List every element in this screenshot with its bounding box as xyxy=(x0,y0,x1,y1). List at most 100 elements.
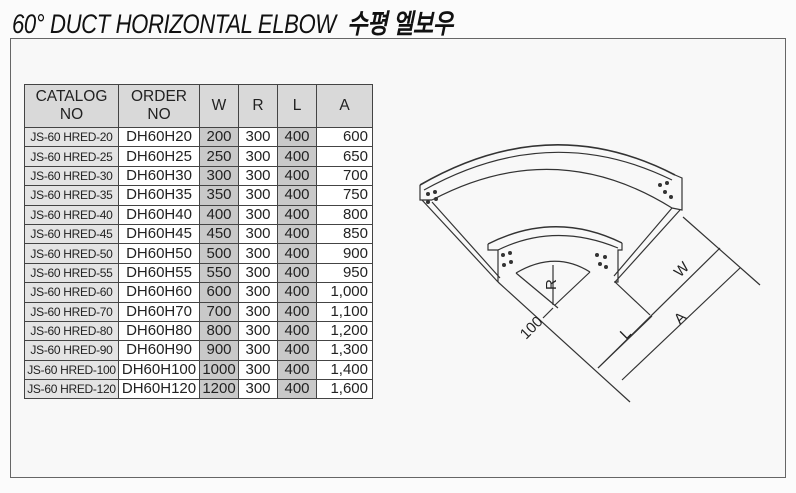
cell-ord: DH60H45 xyxy=(118,223,200,245)
title-main: 60° DUCT HORIZONTAL ELBOW xyxy=(12,9,336,39)
cell-w: 200 xyxy=(199,126,239,148)
cell-a: 750 xyxy=(316,185,373,206)
cell-ord: DH60H60 xyxy=(118,282,200,303)
column-header: W xyxy=(199,84,239,128)
cell-w: 1200 xyxy=(199,379,239,400)
cell-l: 400 xyxy=(277,320,317,342)
cell-r: 300 xyxy=(238,185,278,206)
cell-r: 300 xyxy=(238,243,278,264)
cell-w: 1000 xyxy=(199,359,239,381)
cell-r: 300 xyxy=(238,359,278,381)
column-header: R xyxy=(238,84,278,128)
title-korean: 수평 엘보우 xyxy=(347,9,453,39)
cell-l: 400 xyxy=(277,379,317,400)
cell-r: 300 xyxy=(238,320,278,342)
page-title: 60° DUCT HORIZONTAL ELBOW 수평 엘보우 xyxy=(12,2,453,41)
cell-w: 300 xyxy=(199,165,239,187)
cell-r: 300 xyxy=(238,126,278,148)
cell-w: 900 xyxy=(199,340,239,361)
cell-cat: JS-60 HRED-50 xyxy=(24,243,119,264)
cell-cat: JS-60 HRED-45 xyxy=(24,223,119,245)
cell-ord: DH60H25 xyxy=(118,146,200,167)
cell-l: 400 xyxy=(277,262,317,284)
cell-r: 300 xyxy=(238,165,278,187)
cell-a: 1,300 xyxy=(316,340,373,361)
column-header: L xyxy=(277,84,317,128)
cell-a: 1,400 xyxy=(316,359,373,381)
cell-cat: JS-60 HRED-60 xyxy=(24,282,119,303)
cell-a: 700 xyxy=(316,165,373,187)
cell-a: 1,000 xyxy=(316,282,373,303)
cell-a: 1,600 xyxy=(316,379,373,400)
cell-ord: DH60H100 xyxy=(118,359,200,381)
cell-w: 250 xyxy=(199,146,239,167)
cell-a: 650 xyxy=(316,146,373,167)
column-header: A xyxy=(316,84,373,128)
cell-l: 400 xyxy=(277,204,317,225)
cell-ord: DH60H50 xyxy=(118,243,200,264)
cell-a: 600 xyxy=(316,126,373,148)
cell-l: 400 xyxy=(277,340,317,361)
cell-cat: JS-60 HRED-55 xyxy=(24,262,119,284)
cell-l: 400 xyxy=(277,359,317,381)
cell-r: 300 xyxy=(238,301,278,322)
cell-ord: DH60H70 xyxy=(118,301,200,322)
cell-w: 450 xyxy=(199,223,239,245)
column-header: ORDER NO xyxy=(118,84,200,128)
column-header: CATALOG NO xyxy=(24,84,119,128)
cell-r: 300 xyxy=(238,146,278,167)
cell-ord: DH60H90 xyxy=(118,340,200,361)
cell-r: 300 xyxy=(238,340,278,361)
cell-r: 300 xyxy=(238,223,278,245)
cell-l: 400 xyxy=(277,223,317,245)
cell-a: 850 xyxy=(316,223,373,245)
cell-a: 1,200 xyxy=(316,320,373,342)
cell-cat: JS-60 HRED-90 xyxy=(24,340,119,361)
cell-cat: JS-60 HRED-30 xyxy=(24,165,119,187)
cell-ord: DH60H120 xyxy=(118,379,200,400)
cell-cat: JS-60 HRED-80 xyxy=(24,320,119,342)
cell-l: 400 xyxy=(277,146,317,167)
cell-l: 400 xyxy=(277,165,317,187)
cell-r: 300 xyxy=(238,282,278,303)
cell-cat: JS-60 HRED-35 xyxy=(24,185,119,206)
cell-l: 400 xyxy=(277,126,317,148)
cell-w: 550 xyxy=(199,262,239,284)
cell-w: 500 xyxy=(199,243,239,264)
cell-ord: DH60H80 xyxy=(118,320,200,342)
cell-r: 300 xyxy=(238,204,278,225)
cell-ord: DH60H40 xyxy=(118,204,200,225)
cell-cat: JS-60 HRED-25 xyxy=(24,146,119,167)
cell-a: 950 xyxy=(316,262,373,284)
cell-w: 400 xyxy=(199,204,239,225)
cell-cat: JS-60 HRED-20 xyxy=(24,126,119,148)
cell-ord: DH60H35 xyxy=(118,185,200,206)
cell-ord: DH60H20 xyxy=(118,126,200,148)
cell-r: 300 xyxy=(238,379,278,400)
cell-cat: JS-60 HRED-40 xyxy=(24,204,119,225)
cell-w: 600 xyxy=(199,282,239,303)
cell-w: 350 xyxy=(199,185,239,206)
cell-l: 400 xyxy=(277,185,317,206)
cell-l: 400 xyxy=(277,282,317,303)
cell-l: 400 xyxy=(277,243,317,264)
cell-a: 900 xyxy=(316,243,373,264)
cell-r: 300 xyxy=(238,262,278,284)
cell-w: 700 xyxy=(199,301,239,322)
cell-cat: JS-60 HRED-100 xyxy=(24,359,119,381)
cell-l: 400 xyxy=(277,301,317,322)
cell-a: 800 xyxy=(316,204,373,225)
